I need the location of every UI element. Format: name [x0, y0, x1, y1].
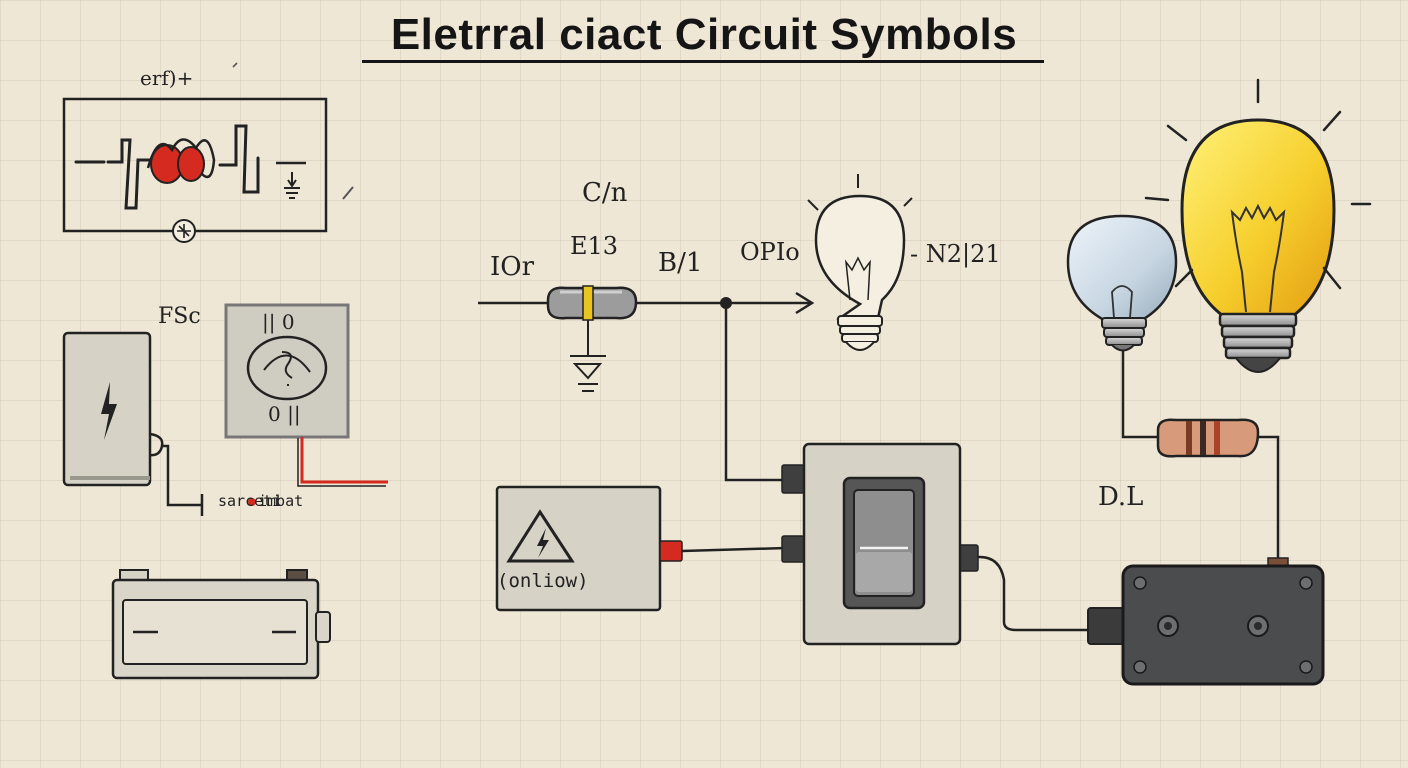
label-cin: C/n	[582, 178, 628, 208]
switch-box	[781, 442, 1090, 646]
label-zeros-bottom: 0 ||	[268, 402, 301, 426]
hazard-box	[495, 485, 787, 612]
label-ei3: E13	[570, 232, 619, 260]
battery-cell	[111, 569, 331, 680]
diagram-title: Eletrral ciact Circuit Symbols	[390, 10, 1018, 59]
red-dot	[248, 498, 256, 506]
battery-block	[62, 331, 204, 516]
ground-symbol	[570, 320, 606, 392]
light-rays	[1144, 78, 1372, 290]
title-underline	[362, 60, 1044, 63]
label-imbat: imbat	[258, 492, 304, 510]
label-sarceti: sarceti	[218, 492, 282, 510]
emf-symbol-box	[62, 97, 328, 243]
blue-bulb	[1066, 214, 1178, 352]
terminal-box	[1087, 557, 1325, 686]
resistor-symbol	[546, 285, 638, 321]
label-opio: OPIo	[740, 238, 800, 266]
label-erf: erf)+	[140, 66, 194, 90]
label-ior: IOr	[490, 252, 535, 282]
outline-bulb	[807, 174, 913, 351]
gray-symbol-panel	[224, 303, 388, 487]
main-wire	[478, 291, 815, 482]
label-onlow: (onliow)	[497, 570, 589, 592]
label-n2: - N2|21	[910, 240, 1001, 268]
yellow-bulb	[1180, 118, 1336, 373]
label-zeros-top: || 0	[262, 310, 295, 334]
right-wires	[1121, 350, 1280, 558]
color-band-resistor	[1156, 418, 1260, 458]
sketch-tick-marks	[232, 62, 354, 200]
label-bi1: B/1	[658, 248, 703, 278]
label-fsc: FSc	[158, 304, 201, 329]
label-dl: D.L	[1098, 482, 1144, 512]
